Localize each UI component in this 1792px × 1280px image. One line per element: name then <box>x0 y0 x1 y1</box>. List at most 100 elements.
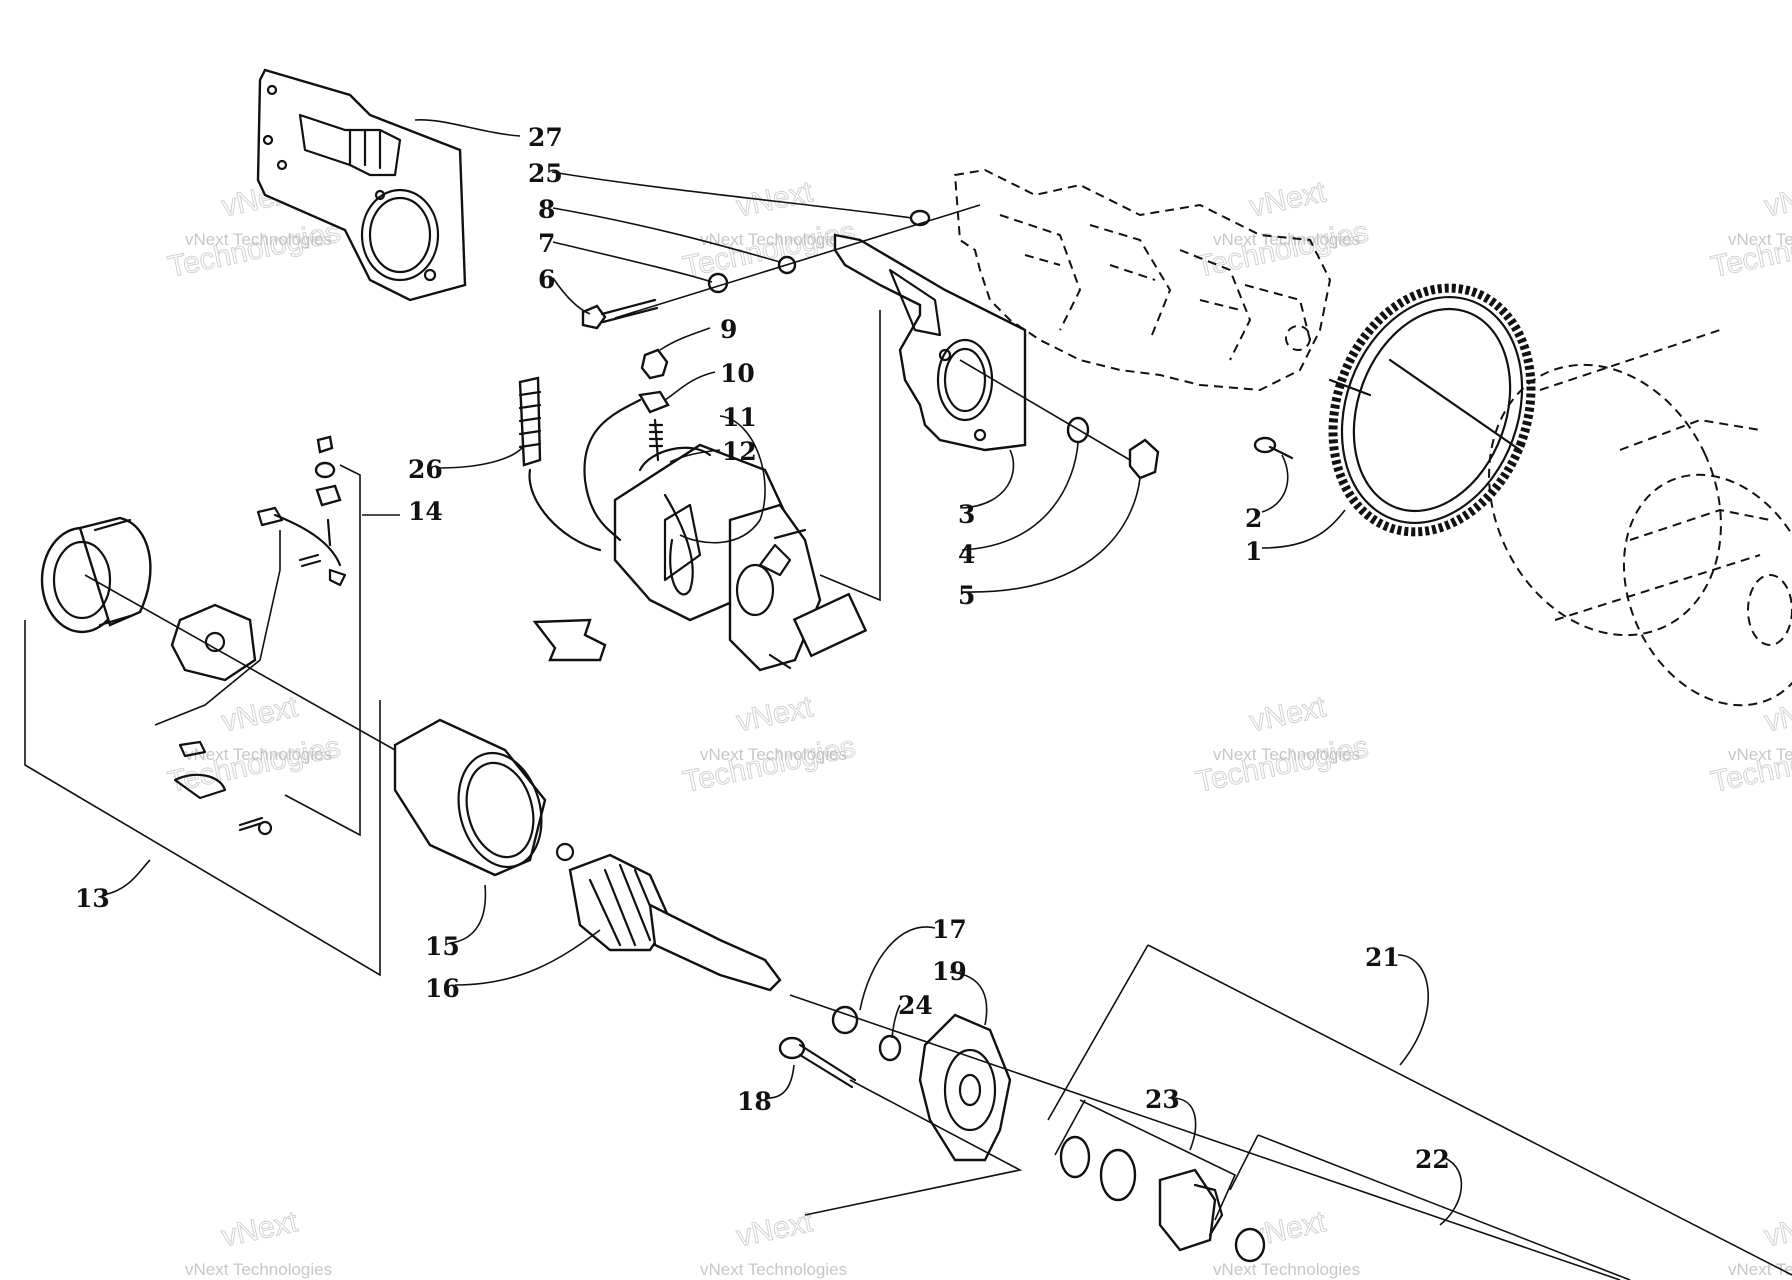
washer-24 <box>878 1034 902 1062</box>
assembly-bracket-line <box>819 310 881 602</box>
snap-ring-17 <box>831 1005 859 1035</box>
lock-washer-7 <box>707 272 729 294</box>
callout-9: 9 <box>720 315 737 344</box>
svg-text:vNext: vNext <box>734 175 817 223</box>
svg-text:vNext Technologies: vNext Technologies <box>700 1260 847 1279</box>
callout-26: 26 <box>408 455 443 484</box>
callout-15: 15 <box>425 932 460 961</box>
cable-lug-10 <box>583 390 670 542</box>
svg-text:vNext: vNext <box>1247 690 1330 738</box>
callout-17: 17 <box>932 915 967 944</box>
watermark: vNext vNext Technologies Technologies <box>680 175 859 285</box>
callout-22: 22 <box>1415 1145 1450 1174</box>
svg-text:vNext: vNext <box>734 690 817 738</box>
terminal-stud-12 <box>648 418 664 462</box>
starter-motor-assembly <box>613 443 868 672</box>
axis-line <box>804 1079 1023 1216</box>
svg-text:Technologies: Technologies <box>165 215 343 284</box>
watermark: vNext vNext Technologies <box>700 1205 847 1279</box>
stopper-ring <box>1234 1227 1266 1263</box>
svg-text:vNext Technologies: vNext Technologies <box>700 230 847 249</box>
brush-parts-14 <box>256 435 347 587</box>
svg-text:Technologies: Technologies <box>1193 730 1371 799</box>
svg-text:vNext Technologies: vNext Technologies <box>185 1260 332 1279</box>
front-cover-19 <box>918 1013 1012 1162</box>
svg-text:vNext Technologies: vNext Technologies <box>1213 745 1360 764</box>
callout-13: 13 <box>75 884 110 913</box>
svg-text:Technologies: Technologies <box>1708 730 1792 799</box>
callout-24: 24 <box>898 991 933 1020</box>
svg-text:vNext: vNext <box>1247 175 1330 223</box>
bolt-2 <box>1253 436 1294 460</box>
svg-text:Technologies: Technologies <box>680 730 858 799</box>
axis-line <box>959 359 1131 461</box>
callout-11: 11 <box>722 403 757 432</box>
watermark: vNext vNext Technologies Technologies <box>1708 175 1792 285</box>
svg-text:vNext Technologies: vNext Technologies <box>700 745 847 764</box>
callout-8: 8 <box>538 195 555 224</box>
callout-21: 21 <box>1365 943 1400 972</box>
watermark: vNext vNext Technologies <box>185 1205 332 1279</box>
svg-text:Technologies: Technologies <box>1193 215 1371 284</box>
pinion-gear-22 <box>1158 1168 1224 1252</box>
nut-5 <box>1128 438 1160 480</box>
callout-12: 12 <box>722 437 757 466</box>
callout-16: 16 <box>425 974 460 1003</box>
svg-text:Technologies: Technologies <box>165 730 343 799</box>
yoke-housing-15 <box>393 718 547 877</box>
callout-3: 3 <box>958 500 975 529</box>
assembly-bracket-23b <box>1054 1099 1086 1156</box>
assembly-bracket-21 <box>1147 944 1792 1276</box>
leader-lines <box>102 119 1463 1226</box>
assembly-bracket-23 <box>1079 1099 1237 1221</box>
watermark: vNext vNext Technologies Technologies <box>680 690 859 800</box>
svg-text:vNext Technologies: vNext Technologies <box>1728 230 1792 249</box>
svg-text:vNext: vNext <box>734 1205 817 1253</box>
through-bolt-18 <box>778 1036 857 1089</box>
axis-line <box>789 994 1621 1280</box>
axis-line <box>84 574 396 751</box>
svg-text:vNext: vNext <box>219 690 302 738</box>
callout-6: 6 <box>538 265 555 294</box>
callout-23: 23 <box>1145 1085 1180 1114</box>
watermark: vNext vNext Technologies Technologies <box>1708 690 1792 800</box>
nut-9 <box>640 348 669 380</box>
svg-text:vNext Technologies: vNext Technologies <box>1728 1260 1792 1279</box>
brush-holder-14 <box>170 603 257 682</box>
end-cover-13 <box>40 516 152 634</box>
svg-text:vNext: vNext <box>219 1205 302 1253</box>
svg-text:Technologies: Technologies <box>680 215 858 284</box>
washer-23a <box>1059 1135 1091 1179</box>
callout-5: 5 <box>958 581 975 610</box>
callout-labels: 27 25 8 7 6 9 10 11 12 26 14 3 4 5 2 1 1… <box>75 123 1450 1174</box>
assembly-bracket-14b <box>154 530 281 726</box>
callout-25: 25 <box>528 159 563 188</box>
svg-text:vNext: vNext <box>1762 175 1792 223</box>
callout-10: 10 <box>720 359 755 388</box>
watermark: vNext vNext Technologies <box>1728 1205 1792 1279</box>
callout-4: 4 <box>958 540 975 569</box>
watermark: vNext vNext Technologies Technologies <box>1193 690 1372 800</box>
svg-text:vNext Technologies: vNext Technologies <box>1213 230 1360 249</box>
axis-line <box>614 204 981 319</box>
washer-23b <box>1099 1148 1137 1202</box>
svg-text:vNext: vNext <box>1762 690 1792 738</box>
callout-14: 14 <box>408 497 443 526</box>
svg-text:vNext Technologies: vNext Technologies <box>1213 1260 1360 1279</box>
callout-18: 18 <box>737 1087 772 1116</box>
assembly-bracket-14 <box>284 464 361 837</box>
callout-2: 2 <box>1245 504 1262 533</box>
assembly-bracket-13 <box>24 620 381 977</box>
assembly-bracket-22b <box>1229 1134 1259 1191</box>
callout-7: 7 <box>538 229 555 258</box>
armature-16 <box>555 842 782 992</box>
mount-bracket-plate <box>256 68 467 302</box>
starter-mount-bracket <box>833 233 1027 452</box>
assembly-bracket-22 <box>1257 1134 1631 1280</box>
svg-text:vNext Technologies: vNext Technologies <box>1728 745 1792 764</box>
callout-27: 27 <box>528 123 563 152</box>
engine-outline-phantom <box>953 168 1332 392</box>
boot-26 <box>518 376 602 552</box>
bolt-6 <box>581 298 659 330</box>
callout-19: 19 <box>932 957 967 986</box>
